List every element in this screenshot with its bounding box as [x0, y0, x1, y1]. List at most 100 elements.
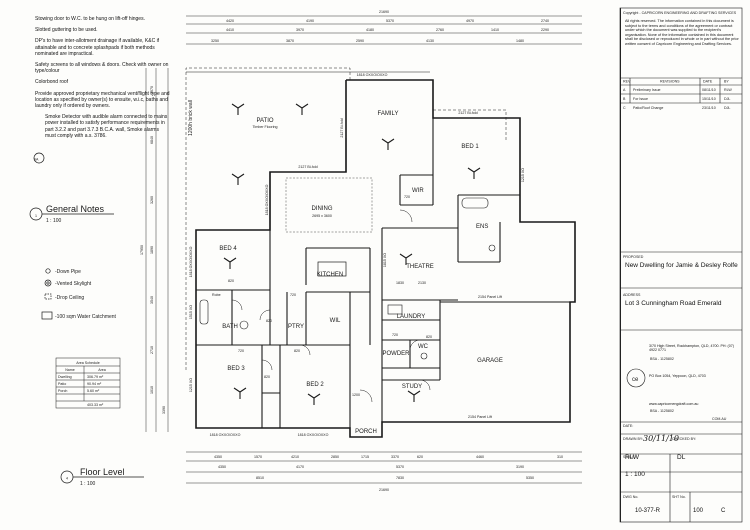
dim-bottom: 2850 — [331, 455, 339, 459]
company-logo-icon — [626, 368, 646, 388]
door-label: 2127 Bi-fold — [298, 165, 317, 169]
dim-bottom: 4350 — [214, 455, 222, 459]
tb-rev-by: DJL — [724, 97, 730, 101]
area-schedule-title: Area Schedule — [76, 361, 100, 365]
window-label: 1818 OXXO/OXXO — [210, 433, 241, 437]
room-label-porch: PORCH — [355, 429, 377, 435]
tb-rev-desc: Patio/Roof Change — [633, 106, 663, 110]
tb-sht-label: SHT No. — [672, 495, 686, 499]
window-label: 1215 XO — [521, 168, 525, 182]
door-width: 1830 — [396, 281, 404, 285]
tb-rev-by: RLW — [724, 88, 732, 92]
door-width: 720 — [290, 293, 296, 297]
dim-bottom: 1715 — [361, 455, 369, 459]
tb-drawn: RLW — [625, 454, 639, 461]
tb-scale: 1 : 100 — [625, 471, 645, 478]
legend-water-catchment: -100 sqm Water Catchment — [55, 314, 117, 320]
room-sub-dining: 2695 x 3600 — [312, 214, 332, 218]
room-label-garage: GARAGE — [477, 358, 503, 364]
room-label-robe: Robe — [212, 293, 221, 297]
brick-wall-label: 1200h brick wall — [188, 100, 194, 136]
dim-bottom: 7830 — [396, 476, 404, 480]
tb-rev-id: B — [623, 97, 626, 101]
ceiling-fan-icon — [231, 103, 245, 115]
tb-company-address: 3/70 High Street, Rockhampton, QLD, 4700… — [649, 344, 734, 353]
dim-top: 4190 — [306, 19, 314, 23]
window-label: 1818 OXXO/OXXO — [265, 184, 269, 215]
tb-date: 30/11/10 — [643, 434, 679, 443]
vented-skylight-icon — [44, 279, 52, 287]
title-block: All rights reserved. The information con… — [620, 8, 743, 522]
top-dimension-strings — [186, 15, 582, 45]
area-row-value: 306.79 m² — [87, 375, 104, 379]
door-swings — [231, 209, 431, 403]
door-width: 820 — [426, 335, 432, 339]
dim-bottom: 3190 — [516, 465, 524, 469]
area-total: 403.33 m² — [87, 403, 104, 407]
room-label-theatre: THEATRE — [406, 264, 434, 270]
ceiling-fan-icons — [223, 103, 481, 405]
dim-overall-top: 21690 — [379, 10, 389, 14]
smoke-alarm-symbol: SA — [34, 158, 39, 162]
dim-bottom: 4350 — [218, 465, 226, 469]
bottom-dimension-strings — [186, 451, 582, 484]
ceiling-fan-icon — [407, 390, 421, 402]
dim-top: 2740 — [541, 19, 549, 23]
floor-level-number: 4 — [66, 477, 68, 481]
drop-ceiling-icon — [44, 293, 52, 300]
floor-level-scale: 1 : 100 — [80, 481, 96, 487]
door-label: 2127 Bi-fold — [458, 111, 477, 115]
dim-bottom: 5350 — [526, 476, 534, 480]
door-width: 720 — [404, 195, 410, 199]
room-label-bed4: BED 4 — [219, 246, 237, 252]
tb-rev-desc: Preliminary Issue — [633, 88, 661, 92]
general-notes-scale: 1 : 100 — [46, 218, 62, 224]
area-row-value: 5.60 m² — [87, 389, 100, 393]
patio-outline — [185, 67, 507, 370]
dim-top: 4410 — [226, 28, 234, 32]
dim-bottom: 3370 — [391, 455, 399, 459]
down-pipe-icon — [45, 268, 51, 274]
window-label: 1818 OXXO/OXXO — [357, 73, 388, 77]
note-stowing-door: Stowing door to W.C. to be hung on lift-… — [35, 16, 145, 22]
dim-bottom: 5370 — [396, 465, 404, 469]
tb-dwg: 10-377-R — [635, 508, 661, 514]
door-width: 820 — [266, 319, 272, 323]
internal-walls — [196, 118, 575, 428]
dim-bottom: 4210 — [291, 455, 299, 459]
dim-bottom: 1570 — [254, 455, 262, 459]
tb-rev-date: 23/11/10 — [702, 106, 716, 110]
room-label-patio: PATIO — [256, 118, 273, 124]
dim-top: 4420 — [226, 19, 234, 23]
tb-rev-id: A — [623, 88, 626, 92]
note-ventilation: Provide approved proprietary mechanical … — [35, 90, 170, 110]
dim-top: 2290 — [541, 28, 549, 32]
dim-bottom: 310 — [557, 455, 563, 459]
legend-vented-skylight: -Vented Skylight — [55, 281, 92, 287]
door-width: 2130 — [418, 281, 426, 285]
tb-date-label: DATE: — [623, 424, 633, 428]
note-safety-screens: Safety screens to all windows & doors. C… — [35, 62, 169, 75]
room-label-powder: POWDER — [383, 351, 411, 357]
dim-bottom: 4170 — [296, 465, 304, 469]
room-label-wir: WIR — [412, 188, 424, 194]
room-label-bed3: BED 3 — [227, 366, 245, 372]
room-label-dining: DINING — [312, 206, 333, 212]
smoke-alarm-icon — [33, 152, 45, 164]
tb-web2: COM.AU — [712, 417, 727, 421]
window-label: 1818 OXXO/OXXO — [298, 433, 329, 437]
dim-top: 4180 — [366, 28, 374, 32]
tb-bsa: BSA - 1125802 — [650, 357, 674, 361]
door-width: 820 — [228, 279, 234, 283]
dim-bottom: 8510 — [256, 476, 264, 480]
note-guttering: Slotted guttering to be used. — [35, 27, 98, 34]
title-block-text: Copyright - CAPRICORN ENGINEERING AND DR… — [623, 11, 737, 499]
garage-door-label: 2154 Panel Lift — [478, 295, 502, 299]
note-roof: Colorbond roof — [35, 79, 69, 86]
tb-rev-header: REV — [623, 80, 631, 84]
dim-left: 6840 — [150, 136, 154, 144]
room-label-bed2: BED 2 — [306, 382, 324, 388]
dim-left: 3390 — [162, 406, 166, 414]
ceiling-fan-icon — [307, 393, 321, 405]
dim-top: 3250 — [211, 39, 219, 43]
